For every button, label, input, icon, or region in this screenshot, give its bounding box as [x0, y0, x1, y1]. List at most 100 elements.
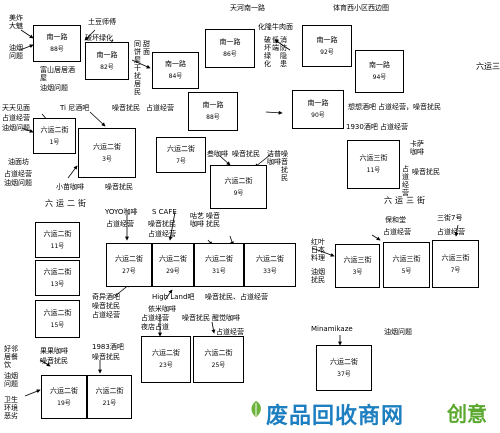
building-1: 六运二街 1号	[33, 118, 76, 154]
label-zaoyin1: 噪音扰民	[112, 104, 140, 112]
label-zhandao9: 占道经营	[437, 228, 465, 236]
building-name: 六运二街	[40, 125, 69, 134]
label-zhandao5: 占道经营	[402, 165, 409, 197]
label-jiuba1930: 1930酒吧	[346, 123, 378, 131]
building-92: 南一路 92号	[302, 25, 352, 67]
building-name: 南一路	[202, 101, 224, 109]
label-zaoyin3: 噪音扰民	[232, 150, 260, 158]
building-name: 六运二街	[256, 254, 284, 263]
building-name: 南一路	[316, 35, 338, 44]
building-name: 六运二街	[50, 386, 78, 395]
building-name: 六运二街	[43, 308, 72, 317]
label-tianmian: 甜面	[143, 40, 150, 56]
label-xiaoyu: 夜店占道	[141, 323, 169, 331]
road-liuyun-er: 六运二街	[45, 199, 89, 208]
building-name: 南一路	[369, 61, 390, 69]
label-jiuba1983: 1983酒吧	[92, 343, 124, 351]
label-zhandao7: 占道经营	[106, 220, 134, 228]
label-youyan2: 油烟问题	[40, 84, 68, 92]
watermark-side: 创意	[447, 402, 487, 426]
label-baoxian: 保和堂	[385, 216, 406, 224]
label-meizuo: 美炸大魅	[9, 14, 23, 30]
building-name: 六运二街	[159, 254, 187, 263]
label-tiantian: 天天见面	[2, 104, 30, 112]
label-yoyo: YOYO咖啡	[105, 208, 138, 216]
building-number: 5号	[401, 267, 412, 275]
label-zhandao4: 占道经营	[4, 170, 32, 178]
header-tianhe-road: 天河南一路	[230, 4, 265, 12]
label-zaoyin10: 噪音扰民	[182, 314, 210, 322]
building-number: 84号	[168, 73, 183, 80]
building-number: 23号	[159, 362, 173, 369]
label-xiaofang: 消防隐患	[280, 36, 287, 68]
building-15: 六运二街 15号	[35, 300, 80, 338]
building-name: 六运二街	[43, 229, 72, 238]
building-name: 六运二街	[115, 254, 143, 263]
building-name: 六运二街	[43, 267, 72, 276]
building-name: 六运二街	[93, 142, 121, 151]
label-xiangdao: 想想酒吧	[348, 103, 376, 111]
label-scafe: S CAFE	[152, 208, 177, 216]
building-number: 92号	[320, 48, 334, 56]
building-number: 13号	[50, 280, 65, 288]
label-minamikaze: Minamikaze	[311, 325, 353, 333]
building-9a: 六运二街 9号	[210, 165, 267, 209]
label-kalong: 卡萨咖啡	[410, 140, 424, 156]
label-fushan: 富山居居酒屋	[40, 66, 75, 82]
label-zhandao1: 占道经营	[146, 104, 174, 112]
label-yiluo: 依米咖啡	[148, 305, 176, 313]
label-qichang: 奇异酒吧	[92, 293, 120, 301]
label-xiaogou: 小苗咖啡	[56, 183, 84, 191]
label-zhandao3: 占道经营	[380, 123, 408, 131]
label-youyan6: 油烟问题	[384, 328, 412, 336]
building-number: 29号	[166, 267, 180, 275]
building-name: 六运二街	[224, 176, 253, 185]
label-zhandao8: 占道经营	[383, 228, 411, 236]
label-rimiao: 日本料理	[311, 246, 325, 262]
building-number: 15号	[50, 321, 65, 329]
label-tongjiang: 同饼屋干扰居民	[134, 40, 141, 96]
building-number: 37号	[337, 370, 351, 378]
label-guocai: 果果咖啡	[40, 347, 68, 355]
building-number: 1号	[49, 138, 60, 146]
building-name: 南一路	[219, 38, 241, 46]
label-diduan: 低端	[272, 36, 279, 52]
building-number: 9号	[233, 189, 244, 197]
label-pohuai: 破坏绿化	[85, 34, 113, 42]
label-zaoyin8: 噪音扰民	[92, 302, 120, 310]
label-zaoyin11: 噪音扰民	[40, 357, 68, 365]
building-number: 82号	[100, 63, 114, 71]
building-number: 7号	[450, 266, 461, 274]
building-number: 88号	[206, 114, 220, 121]
label-guzhi: 咕艺咖啡	[190, 212, 204, 228]
label-jucai: 叁咖啡	[207, 150, 228, 158]
label-pohuai2: 破坏绿化	[264, 36, 271, 68]
label-zhandao6: 占道经营	[148, 230, 176, 238]
label-zaoyin5: 噪音扰民	[412, 168, 440, 176]
building-number: 88号	[50, 46, 64, 53]
label-haoyou: 好邻居餐饮	[4, 345, 18, 369]
label-huolong: 化隆牛肉面	[258, 23, 293, 31]
label-zaoyin2: 噪音扰民	[105, 183, 133, 191]
building-name: 六运二街	[205, 254, 233, 263]
label-hongye: 红叶	[311, 238, 325, 246]
label-weisheng: 卫生环境恶劣	[4, 396, 18, 420]
building-number: 3号	[102, 155, 112, 163]
building-number: 90号	[311, 112, 325, 119]
building-name: 六运二街	[95, 386, 124, 395]
